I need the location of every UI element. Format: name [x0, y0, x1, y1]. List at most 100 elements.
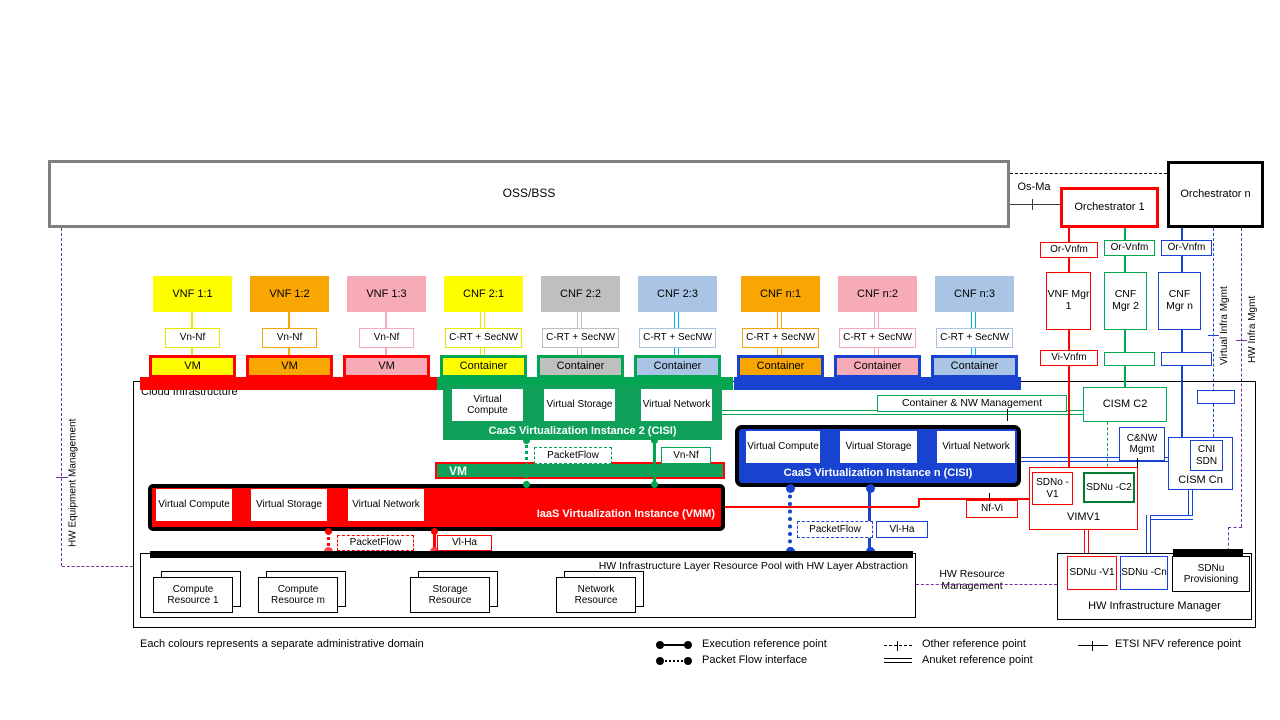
- exec-dot: [325, 528, 332, 535]
- hw-equipment-mgmt-line-h: [62, 566, 133, 567]
- other-ref-line-icon: [884, 641, 912, 651]
- cism-c2-box: CISM C2: [1083, 387, 1167, 422]
- os-ma-line: [1010, 204, 1060, 205]
- nf-runtime: Container: [537, 355, 624, 378]
- nf-connector-label: C-RT + SecNW: [742, 328, 819, 348]
- sdno-v1-box: SDNo -V1: [1032, 472, 1073, 505]
- cnf-mgr-n-box: CNF Mgr n: [1158, 272, 1201, 330]
- exec-dot: [866, 484, 875, 493]
- nf-header: CNF 2:1: [444, 276, 523, 312]
- nf-header: VNF 1:2: [250, 276, 329, 312]
- hw-abstraction-bar: [150, 551, 913, 558]
- or-vnfm-blue: Or-Vnfm: [1161, 240, 1212, 256]
- exec-dot: [431, 528, 438, 535]
- nf-connector-label: Vn-Nf: [359, 328, 414, 348]
- vm-bar-label: VM: [449, 464, 467, 478]
- nf-header: VNF 1:3: [347, 276, 426, 312]
- hw-infra-mgmt-line-v1: [1241, 228, 1242, 527]
- nf-header: CNF n:1: [741, 276, 820, 312]
- cismcn-sdnu-link-v2: [1146, 515, 1151, 557]
- caas2-vnnf-line: [653, 440, 656, 484]
- admin-domain-note: Each colours represents a separate admin…: [140, 638, 424, 650]
- cnf-mgr-2-box: CNF Mgr 2: [1104, 272, 1147, 330]
- cismcn-sdnu-link-v1: [1188, 490, 1193, 519]
- caas2-packetflow-label: PacketFlow: [534, 447, 612, 464]
- exec-dot: [651, 481, 658, 488]
- green-chain-line: [1124, 366, 1126, 387]
- or-vnfm-green: Or-Vnfm: [1104, 240, 1155, 256]
- legend-execution-label: Execution reference point: [702, 638, 827, 650]
- iaas-virtual-network: Virtual Network: [348, 489, 424, 521]
- vnf-mgr-1-box: VNF Mgr 1: [1046, 272, 1091, 330]
- hw-infra-mgmt-line-h: [1228, 527, 1242, 528]
- caas2-title: CaaS Virtualization Instance 2 (CISI): [488, 424, 677, 437]
- os-ma-tick: [1032, 199, 1033, 210]
- hw-equipment-mgmt-label: HW Equipment Management: [67, 418, 79, 548]
- nf-runtime: Container: [634, 355, 721, 378]
- cism-cn-label: CISM Cn: [1178, 474, 1223, 487]
- caasn-virtual-compute: Virtual Compute: [746, 431, 820, 463]
- oss-bss-box: OSS/BSS: [48, 160, 1010, 228]
- iaas-vlha-line: [433, 531, 436, 552]
- caasn-domain-bar: [734, 377, 1021, 390]
- nfvi-line-h2: [918, 498, 1029, 500]
- red-chain-line: [1068, 228, 1070, 242]
- hw-pool-title: HW Infrastructure Layer Resource Pool wi…: [598, 560, 908, 572]
- nf-header: CNF n:2: [838, 276, 917, 312]
- packet-flow-line-icon: [656, 657, 692, 666]
- vimv1-sdnu-link: [1084, 530, 1089, 557]
- caas2-virtual-compute: Virtual Compute: [452, 389, 523, 421]
- nf-connector-label: C-RT + SecNW: [639, 328, 716, 348]
- blue-chain-line: [1181, 228, 1183, 240]
- iaas-virtual-compute: Virtual Compute: [156, 489, 232, 521]
- caasn-packetflow-label: PacketFlow: [797, 521, 873, 538]
- vimv1-label: VIMV1: [1066, 510, 1100, 523]
- sdnu-provisioning-bar: [1173, 549, 1243, 556]
- container-nw-mgmt-tick: [1007, 409, 1008, 421]
- blue-chain-line: [1181, 366, 1183, 437]
- sdnu-cn-box: SDNu -Cn: [1120, 556, 1168, 590]
- caas2-virtual-network: Virtual Network: [641, 389, 712, 421]
- container-nw-mgmt-box: Container & NW Management: [877, 395, 1067, 412]
- vi-vnfm-blue-empty-box: [1161, 352, 1212, 366]
- storage-resource: Storage Resource: [410, 577, 490, 613]
- nf-runtime: Container: [834, 355, 921, 378]
- iaas-virtual-storage: Virtual Storage: [251, 489, 327, 521]
- anuket-ref-line-icon: [884, 658, 912, 663]
- caasn-vlha-line: [868, 487, 871, 551]
- nf-header: CNF n:3: [935, 276, 1014, 312]
- hw-infra-mgmt-tick: [1236, 340, 1247, 341]
- caas2-packetflow-line: [525, 440, 528, 484]
- cni-sdn-box: CNI SDN: [1190, 440, 1223, 471]
- caas2-vnnf-label: Vn-Nf: [661, 447, 711, 464]
- cismcn-sdnu-link-h: [1146, 515, 1193, 520]
- exec-dot: [523, 481, 530, 488]
- hw-equipment-mgmt-line-v: [61, 228, 62, 566]
- red-chain-line: [1068, 258, 1070, 272]
- cism-c2-sdnu-dashed-line: [1107, 422, 1108, 472]
- orchestrator-n-box: Orchestrator n: [1167, 161, 1264, 228]
- hw-equipment-mgmt-tick: [56, 477, 68, 478]
- nfvi-line-h1: [725, 506, 919, 508]
- nf-connector-label: C-RT + SecNW: [445, 328, 522, 348]
- nf-connector-label: Vn-Nf: [165, 328, 220, 348]
- green-chain-line: [1124, 330, 1126, 352]
- nfvi-label: Nf-Vi: [966, 500, 1018, 518]
- nf-header: VNF 1:1: [153, 276, 232, 312]
- sdnu-provisioning-box: SDNu Provisioning: [1172, 556, 1250, 592]
- nf-runtime: Container: [440, 355, 527, 378]
- or-vnfm-red: Or-Vnfm: [1040, 242, 1098, 258]
- compute-resource-1: Compute Resource 1: [153, 577, 233, 613]
- caasn-virtual-storage: Virtual Storage: [840, 431, 917, 463]
- red-chain-line: [1068, 366, 1070, 467]
- legend-anuket-label: Anuket reference point: [922, 654, 1033, 666]
- nf-runtime: Container: [737, 355, 824, 378]
- top-right-empty-blue-box: [1197, 390, 1235, 404]
- etsi-ref-line-icon: [1078, 641, 1108, 651]
- hw-resource-mgmt-line: [916, 584, 1057, 585]
- caasn-packetflow-line: [788, 487, 792, 551]
- nf-runtime: VM: [343, 355, 430, 378]
- iaas-vlha-label: Vl-Ha: [437, 535, 492, 551]
- caas2-virtual-storage: Virtual Storage: [544, 389, 615, 421]
